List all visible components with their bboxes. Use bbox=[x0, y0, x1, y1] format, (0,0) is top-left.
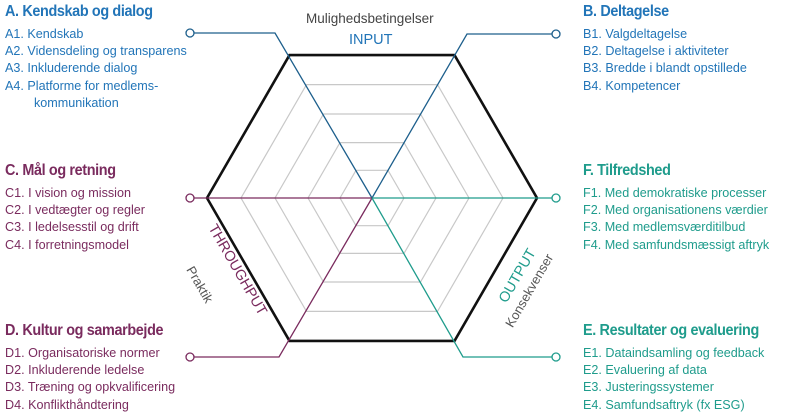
list-item: D4. Konflikthåndtering bbox=[5, 397, 129, 412]
connector-d-line bbox=[194, 197, 373, 358]
connector-a-endpoint-icon bbox=[185, 28, 195, 38]
connector-a-line bbox=[194, 32, 373, 199]
connector-b-line bbox=[371, 33, 552, 199]
list-item: E1. Dataindsamling og feedback bbox=[583, 346, 765, 360]
section-e: E. Resultater og evaluering E1. Datainds… bbox=[583, 322, 778, 414]
connector-f-endpoint-icon bbox=[551, 193, 561, 203]
list-item: F4. Med samfundsmæssigt aftryk bbox=[583, 237, 770, 252]
list-item: E3. Justeringssystemer bbox=[583, 380, 714, 395]
section-a: A. Kendskab og dialog A1. Kendskab A2. V… bbox=[5, 3, 187, 112]
section-f: F. Tilfredshed F1. Med demokratiske proc… bbox=[583, 162, 769, 254]
list-item: A1. Kendskab bbox=[5, 27, 84, 41]
section-a-title: A. Kendskab og dialog bbox=[5, 3, 153, 20]
list-item: D3. Træning og opkvalificering bbox=[5, 380, 176, 395]
connector-e-line bbox=[371, 197, 552, 358]
list-item: C1. I vision og mission bbox=[5, 186, 131, 200]
list-item: D2. Inkluderende ledelse bbox=[5, 363, 145, 378]
list-item: A2. Vidensdeling og transparens bbox=[5, 44, 187, 59]
list-item-text: A4. Platforme for medlems- bbox=[5, 78, 159, 93]
list-item: B3. Bredde i blandt opstillede bbox=[583, 61, 747, 76]
connector-c-endpoint-icon bbox=[185, 193, 195, 203]
section-e-title: E. Resultater og evaluering bbox=[583, 322, 759, 339]
list-item: C4. I forretningsmodel bbox=[5, 237, 129, 252]
section-d-title: D. Kultur og samarbejde bbox=[5, 322, 164, 339]
list-item: D1. Organisatoriske normer bbox=[5, 346, 160, 360]
section-c: C. Mål og retning C1. I vision og missio… bbox=[5, 162, 145, 254]
list-item: B2. Deltagelse i aktiviteter bbox=[583, 44, 729, 59]
list-item-continuation: kommunikation bbox=[34, 95, 119, 110]
list-item: A4. Platforme for medlems-kommunikation bbox=[5, 78, 187, 112]
list-item: A3. Inkluderende dialog bbox=[5, 61, 138, 76]
list-item: E4. Samfundsaftryk (fx ESG) bbox=[583, 397, 745, 412]
section-b: B. Deltagelse B1. Valgdeltagelse B2. Del… bbox=[583, 3, 747, 95]
list-item: C2. I vedtægter og regler bbox=[5, 203, 146, 218]
list-item: C3. I ledelsesstil og drift bbox=[5, 220, 139, 235]
section-f-title: F. Tilfredshed bbox=[583, 162, 671, 179]
input-label: INPUT bbox=[349, 32, 393, 48]
section-d: D. Kultur og samarbejde D1. Organisatori… bbox=[5, 322, 181, 414]
list-item: B4. Kompetencer bbox=[583, 78, 681, 93]
section-c-title: C. Mål og retning bbox=[5, 162, 116, 179]
section-b-title: B. Deltagelse bbox=[583, 3, 669, 20]
list-item: F1. Med demokratiske processer bbox=[583, 186, 767, 200]
connector-b-endpoint-icon bbox=[551, 29, 561, 39]
connector-d-endpoint-icon bbox=[185, 352, 195, 362]
list-item: F3. Med medlemsværditilbud bbox=[583, 220, 746, 235]
list-item: F2. Med organisationens værdier bbox=[583, 203, 768, 218]
list-item: E2. Evaluering af data bbox=[583, 363, 707, 378]
list-item: B1. Valgdeltagelse bbox=[583, 27, 688, 41]
mulighedsbetingelser-label: Mulighedsbetingelser bbox=[306, 11, 434, 26]
connector-e-endpoint-icon bbox=[551, 352, 561, 362]
